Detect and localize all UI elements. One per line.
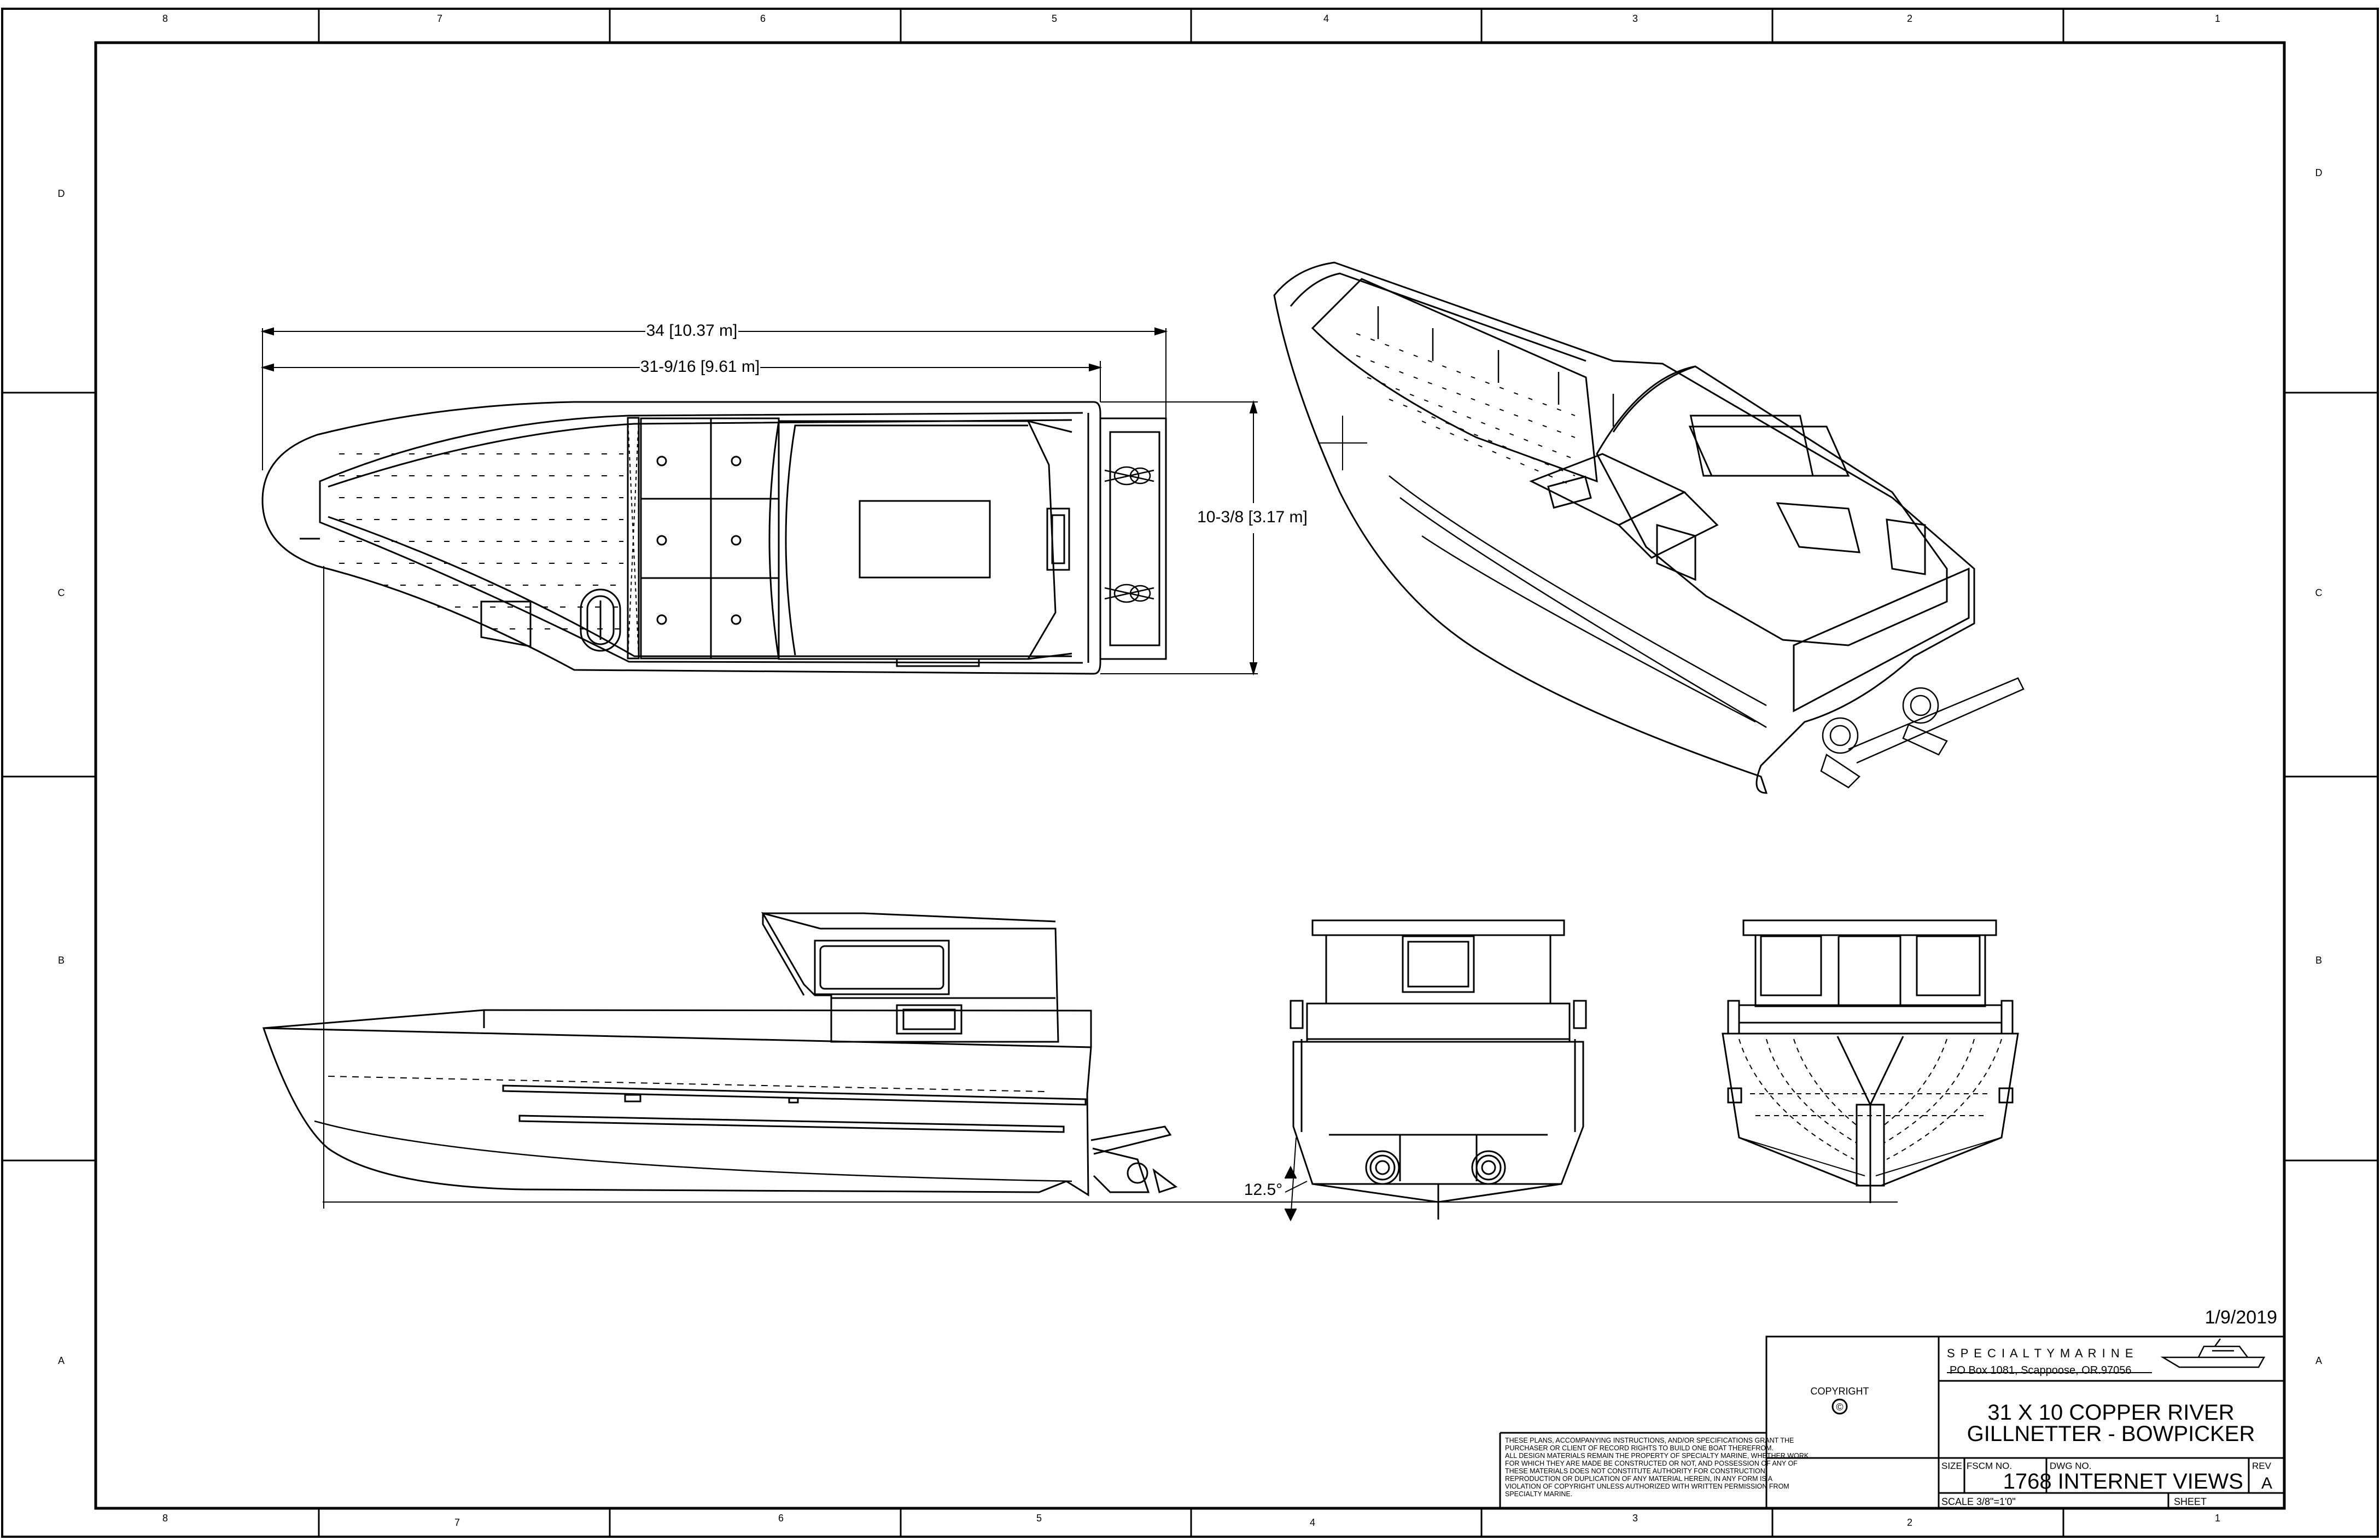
size-label: SIZE <box>1941 1461 1962 1471</box>
disclaimer-line: SPECIALTY MARINE. <box>1505 1490 1572 1498</box>
zone-bottom-1: 1 <box>2215 1513 2220 1524</box>
zone-top-5: 5 <box>1052 13 1057 24</box>
title-block <box>1499 1335 2285 1509</box>
stern-view <box>1284 919 1587 1222</box>
scale-label: SCALE 3/8"=1'0" <box>1941 1496 2016 1507</box>
deadrise-angle-dimension: 12.5° <box>1244 1181 1282 1199</box>
copyright-label: COPYRIGHT <box>1810 1386 1869 1397</box>
copyright-symbol: © <box>1836 1402 1843 1413</box>
zone-bottom-2: 2 <box>1907 1517 1912 1528</box>
dwg-no-value: 1768 INTERNET VIEWS <box>2003 1469 2243 1494</box>
zone-top-7: 7 <box>437 13 442 24</box>
iso-deck-dot-grid <box>1356 333 1576 487</box>
overall-length-dimension: 34 [10.37 m] <box>646 322 738 340</box>
zone-bottom-8: 8 <box>162 1513 168 1524</box>
isometric-view <box>1273 261 2025 794</box>
zone-left-C: C <box>58 587 65 598</box>
plan-outboard-drives <box>1104 466 1154 603</box>
drawing-title-line-2: GILLNETTER - BOWPICKER <box>1967 1422 2255 1446</box>
disclaimer-line: THESE MATERIALS DOES NOT CONSTITUTE AUTH… <box>1505 1467 1767 1475</box>
boat-logo-icon <box>2160 1338 2266 1368</box>
drawing-title-line-1: 31 X 10 COPPER RIVER <box>1987 1401 2234 1425</box>
company-name: S P E C I A L T Y M A R I N E <box>1947 1346 2134 1360</box>
fscm-label: FSCM NO. <box>1967 1461 2012 1471</box>
zone-top-6: 6 <box>760 13 766 24</box>
stern-outboard-drives <box>1365 1150 1506 1185</box>
iso-outboard-drives <box>1820 677 2025 789</box>
hull-length-dimension: 31-9/16 [9.61 m] <box>640 358 760 376</box>
zone-bottom-4: 4 <box>1310 1517 1315 1528</box>
disclaimer-line: VIOLATION OF COPYRIGHT UNLESS AUTHORIZED… <box>1505 1483 1789 1490</box>
zone-bottom-7: 7 <box>454 1517 460 1528</box>
zone-left-A: A <box>58 1355 65 1366</box>
zone-top-4: 4 <box>1323 13 1329 24</box>
zone-bottom-6: 6 <box>778 1513 784 1524</box>
zone-top-3: 3 <box>1632 13 1638 24</box>
disclaimer-line: PURCHASER OR CLIENT OF RECORD RIGHTS TO … <box>1505 1444 1774 1452</box>
rev-value: A <box>2261 1474 2272 1492</box>
copyright-symbol-icon <box>1831 1398 1848 1415</box>
zone-top-2: 2 <box>1907 13 1912 24</box>
zone-bottom-5: 5 <box>1036 1513 1042 1524</box>
plan-fish-holds <box>640 417 780 660</box>
disclaimer-line: FOR WHICH THEY ARE MADE BE CONSTRUCTED O… <box>1505 1460 1798 1467</box>
zone-left-B: B <box>58 955 65 966</box>
rev-label: REV <box>2252 1461 2272 1471</box>
profile-view <box>262 912 1898 1203</box>
sheet-border <box>1 8 2379 1538</box>
company-address: PO Box 1081, Scappoose, OR.97056 <box>1950 1364 2131 1376</box>
plan-view <box>261 401 1167 675</box>
drawing-date: 1/9/2019 <box>2205 1307 2277 1328</box>
dwg-no-label: DWG NO. <box>2050 1461 2092 1471</box>
disclaimer-line: THESE PLANS, ACCOMPANYING INSTRUCTIONS, … <box>1505 1437 1794 1444</box>
bow-view <box>1722 919 2019 1203</box>
zone-right-C: C <box>2315 587 2323 598</box>
zone-right-A: A <box>2315 1355 2322 1366</box>
sheet-label: SHEET <box>2174 1496 2207 1507</box>
plan-dimensions <box>260 327 1258 1209</box>
beam-dimension: 10-3/8 [3.17 m] <box>1197 508 1308 526</box>
zone-labels: 8 7 6 5 4 3 2 1 8 7 6 5 4 3 2 1 D C B A … <box>58 13 2323 1528</box>
bow-section-lines <box>1739 1039 2002 1160</box>
zone-top-1: 1 <box>2215 13 2220 24</box>
plan-deck-dot-grid <box>339 453 623 629</box>
disclaimer-line: ALL DESIGN MATERIALS REMAIN THE PROPERTY… <box>1505 1452 1809 1460</box>
disclaimer-line: REPRODUCTION OR DUPLICATION OF ANY MATER… <box>1505 1475 1773 1483</box>
disclaimer-text: THESE PLANS, ACCOMPANYING INSTRUCTIONS, … <box>1505 1437 1809 1498</box>
zone-left-D: D <box>58 188 65 199</box>
zone-top-8: 8 <box>162 13 168 24</box>
zone-right-D: D <box>2315 167 2323 178</box>
zone-bottom-3: 3 <box>1632 1513 1638 1524</box>
zone-right-B: B <box>2315 955 2322 966</box>
